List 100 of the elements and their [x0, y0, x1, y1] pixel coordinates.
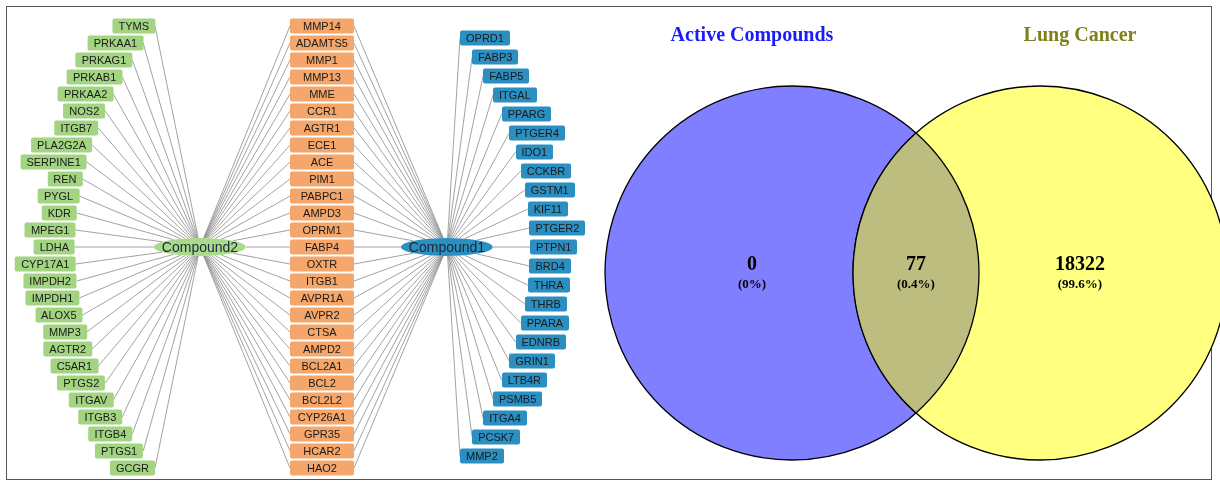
count-label: 0 [747, 251, 757, 275]
connector-line [208, 255, 291, 333]
gene-box: MMP14 [290, 18, 354, 34]
gene-box: PYGL [37, 188, 80, 204]
connector-line [232, 252, 291, 265]
connector-line [447, 56, 473, 239]
gene-box: OPRD1 [460, 30, 510, 46]
connector-line [353, 212, 426, 240]
connector-line [82, 255, 186, 316]
gene-box: C5AR1 [50, 358, 99, 374]
gene-box: CTSA [290, 324, 354, 340]
connector-line [97, 127, 193, 239]
count-label: 77 [906, 251, 926, 275]
gene-box: ITGB4 [88, 426, 133, 442]
gene-box: MMP13 [290, 69, 354, 85]
gene-box: IDO1 [515, 144, 554, 160]
connector-line [353, 161, 438, 239]
connector-line [447, 37, 461, 239]
connector-line [214, 195, 291, 239]
gene-box: PTPN1 [530, 239, 578, 255]
connector-line [458, 255, 526, 305]
gene-box: ITGB3 [78, 409, 123, 425]
connector-line [447, 255, 461, 457]
gene-box: OPRM1 [290, 222, 354, 238]
gene-box: PRKAA1 [87, 35, 144, 51]
connector-line [448, 255, 484, 419]
gene-box: PABPC1 [290, 188, 354, 204]
connector-line [207, 144, 291, 239]
gene-box: OXTR [290, 256, 354, 272]
connector-line [476, 253, 530, 267]
gene-box: MMP2 [460, 448, 504, 464]
connector-line [131, 59, 198, 239]
connector-line [74, 246, 155, 248]
gene-box: TYMS [112, 18, 155, 34]
connector-line [492, 246, 531, 248]
connector-line [211, 255, 291, 316]
gene-box: BCL2A1 [290, 358, 354, 374]
gene-box: THRB [524, 296, 567, 312]
gene-box: PTGS2 [57, 375, 106, 391]
connector-line [449, 94, 494, 239]
compound-ellipse: Compound1 [400, 238, 494, 256]
gene-box: PTGER2 [529, 220, 586, 236]
connector-line [353, 195, 432, 239]
connector-line [91, 255, 192, 350]
gene-box: PPARA [520, 315, 570, 331]
gene-box: FABP4 [290, 239, 354, 255]
connector-line [78, 195, 182, 240]
gene-box: REN [47, 171, 83, 187]
gene-box: PTGER4 [509, 125, 566, 141]
compound-ellipse: Compound2 [153, 238, 247, 256]
gene-box: NOS2 [63, 103, 106, 119]
connector-line [353, 229, 414, 242]
gene-box: KIF11 [527, 201, 569, 217]
connector-line [97, 255, 193, 367]
count-label: 18322 [1055, 251, 1105, 275]
connector-line [142, 42, 198, 239]
connector-line [449, 255, 494, 400]
connector-line [453, 151, 516, 239]
connector-line [464, 254, 529, 286]
connector-line [353, 252, 414, 265]
connector-line [112, 255, 196, 401]
gene-box: MME [290, 86, 354, 102]
connector-line [154, 255, 199, 469]
connector-line [353, 255, 438, 333]
connector-line [450, 255, 502, 381]
gene-box: GCGR [110, 460, 155, 476]
gene-box: MMP3 [43, 324, 87, 340]
connector-line [220, 212, 291, 240]
percent-label: (99.6%) [1057, 276, 1103, 292]
gene-box: AVPR1A [290, 290, 354, 306]
connector-line [353, 255, 432, 299]
gene-box: AGTR1 [290, 120, 354, 136]
connector-line [91, 144, 192, 239]
gene-box: ITGA4 [483, 410, 527, 426]
connector-line [220, 254, 291, 282]
connector-line [78, 254, 182, 299]
gene-box: KDR [41, 205, 77, 221]
gene-box: GRIN1 [509, 353, 555, 369]
connector-line [448, 75, 484, 239]
connector-line [131, 255, 198, 435]
gene-box: IMPDH1 [25, 290, 80, 306]
connector-line [75, 229, 163, 243]
gene-box: BCL2L2 [290, 392, 354, 408]
gene-box: THRA [527, 277, 570, 293]
connector-line [207, 255, 291, 350]
gene-box: ADAMTS5 [290, 35, 354, 51]
gene-box: CCKBR [520, 163, 572, 179]
gene-box: AMPD3 [290, 205, 354, 221]
gene-box: MMP1 [290, 52, 354, 68]
connector-line [104, 255, 195, 384]
connector-line [232, 229, 291, 242]
connector-line [75, 251, 163, 265]
connector-line [353, 254, 426, 282]
gene-box: AGTR2 [43, 341, 93, 357]
gene-box: ALOX5 [35, 307, 83, 323]
connector-line [211, 178, 291, 239]
gene-box: PRKAB1 [66, 69, 123, 85]
connector-line [458, 189, 526, 239]
gene-box: ITGAV [69, 392, 114, 408]
connector-line [353, 178, 436, 239]
